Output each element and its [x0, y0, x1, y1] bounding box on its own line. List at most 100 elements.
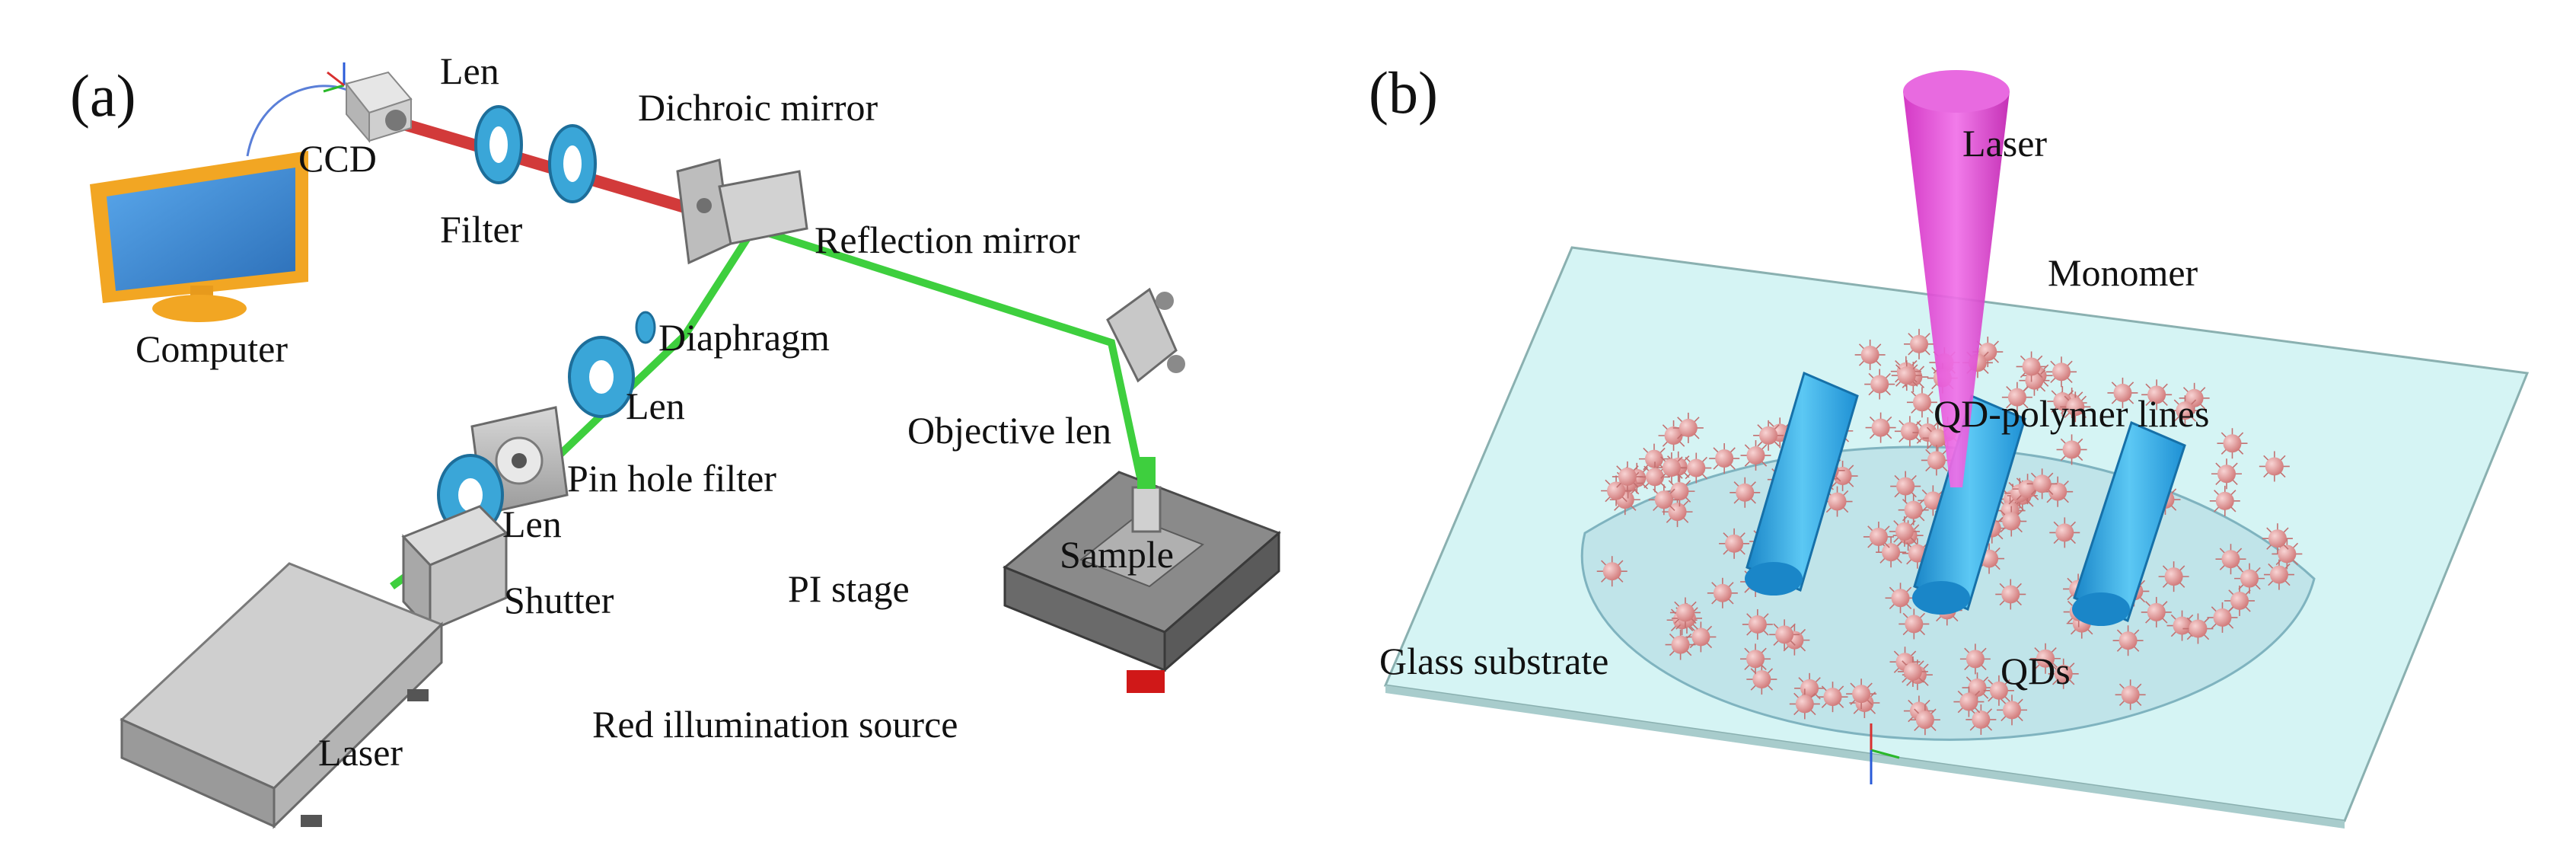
quantum-dot: [1742, 608, 1773, 640]
dichroic-mirror-label: Dichroic mirror: [638, 86, 878, 129]
quantum-dot: [2001, 382, 2032, 413]
quantum-dot: [2211, 458, 2243, 490]
quantum-dot: [1885, 583, 1916, 614]
quantum-dot: [1906, 387, 1937, 418]
quantum-dot: [1876, 537, 1907, 568]
reflection-mirror-label: Reflection mirror: [815, 219, 1080, 261]
quantum-dot: [2166, 610, 2198, 641]
quantum-dot: [1719, 528, 1750, 559]
quantum-dot: [1891, 360, 1922, 391]
quantum-dot: [1707, 577, 1738, 608]
quantum-dot: [1846, 679, 1877, 710]
quantum-dot: [1730, 477, 1761, 508]
quantum-dot: [1656, 452, 1687, 484]
quantum-dot: [2263, 559, 2294, 590]
quantum-dot: [1665, 629, 1696, 660]
quantum-dot: [1953, 686, 1985, 717]
quantum-dot: [1983, 675, 2014, 706]
quantum-dot: [1921, 445, 1952, 476]
quantum-dot: [2056, 434, 2087, 465]
laser-label-a: Laser: [318, 731, 403, 774]
ccd-camera-icon: [345, 71, 413, 143]
quantum-dot: [2060, 391, 2091, 423]
reflection-mirror-icon: [1106, 287, 1185, 383]
quantum-dot: [1959, 643, 1991, 675]
quantum-dot: [2026, 468, 2058, 500]
quantum-dot: [2217, 428, 2248, 459]
quantum-dot: [1709, 443, 1740, 474]
quantum-dot: [2170, 395, 2201, 426]
qd-polymer-line-2: [1912, 394, 2026, 615]
quantum-dot: [2030, 643, 2061, 674]
qds-label: QDs: [2001, 650, 2071, 692]
filter-label: Filter: [440, 208, 523, 251]
quantum-dot: [2115, 679, 2146, 711]
diaphragm-label: Diaphragm: [658, 316, 830, 359]
panel-a: (a) Len CCD Dichroic mirror Filter Refle…: [70, 49, 1281, 829]
quantum-dot: [1889, 516, 1920, 547]
quantum-dot: [1672, 412, 1704, 443]
shutter-icon: [401, 505, 509, 634]
len-low-label: Len: [502, 503, 562, 545]
quantum-dot: [2158, 561, 2189, 592]
panel-b: (b) Laser Monomer QD-polymer lines Glass…: [1369, 59, 2530, 829]
quantum-dot: [1899, 608, 1930, 640]
quantum-dot: [1662, 497, 1693, 528]
quantum-dot: [1648, 484, 1679, 516]
objective-len-label: Objective len: [907, 409, 1111, 452]
monomer-label: Monomer: [2048, 251, 2198, 294]
quantum-dot: [1996, 695, 2027, 726]
quantum-dot: [2112, 625, 2144, 656]
quantum-dot: [1890, 471, 1921, 502]
panel-b-label: (b): [1369, 59, 1438, 126]
pi-stage-label: PI stage: [788, 567, 910, 610]
panel-a-label: (a): [70, 62, 136, 129]
quantum-dot: [1904, 328, 1935, 359]
quantum-dot: [1863, 521, 1894, 552]
quantum-dot: [2016, 351, 2047, 382]
quantum-dot: [1753, 420, 1784, 451]
len-top-label: Len: [440, 49, 499, 92]
quantum-dot: [1740, 643, 1771, 675]
len-mid-icon: [568, 336, 635, 418]
laser-label-b: Laser: [1962, 122, 2047, 164]
quantum-dot: [2045, 356, 2077, 388]
red-beam: [394, 116, 703, 218]
filter-icon: [474, 105, 597, 203]
quantum-dot: [2207, 602, 2238, 633]
quantum-dot: [1639, 461, 1670, 493]
quantum-dot: [2209, 485, 2240, 516]
glass-substrate-label: Glass substrate: [1379, 640, 1608, 682]
pi-stage-icon: [1003, 471, 1281, 693]
quantum-dot: [1962, 672, 1993, 704]
quantum-dot: [1995, 579, 2026, 610]
qd-polymer-line-1: [1745, 371, 1859, 596]
quantum-dot: [2049, 517, 2080, 548]
quantum-dot: [1894, 416, 1925, 447]
coordinate-axes-icon-b: [1870, 723, 1900, 784]
quantum-dot: [1898, 494, 1929, 525]
len-mid-label: Len: [626, 385, 685, 427]
pin-hole-filter-label: Pin hole filter: [567, 457, 776, 500]
quantum-dot: [1865, 412, 1896, 443]
computer-label: Computer: [135, 327, 288, 370]
qd-polymer-line-3: [2072, 420, 2186, 626]
quantum-dot: [2179, 382, 2210, 414]
quantum-dot: [2141, 596, 2172, 627]
quantum-dot: [1596, 556, 1628, 587]
quantum-dot: [1681, 452, 1712, 484]
shutter-label: Shutter: [504, 579, 614, 621]
coordinate-axes-icon: [323, 62, 346, 93]
laser-beam-cone: [1903, 70, 2010, 487]
sample-label: Sample: [1060, 533, 1174, 576]
quantum-dot: [2048, 658, 2079, 689]
quantum-dot: [1612, 461, 1643, 492]
pin-hole-filter-icon: [470, 406, 569, 516]
quantum-dot: [2262, 523, 2293, 554]
quantum-dot: [2042, 476, 2074, 507]
qd-polymer-lines-label: QD-polymer lines: [1934, 392, 2209, 435]
quantum-dot: [1817, 682, 1848, 713]
quantum-dot: [2259, 451, 2290, 482]
quantum-dot: [2272, 538, 2303, 570]
